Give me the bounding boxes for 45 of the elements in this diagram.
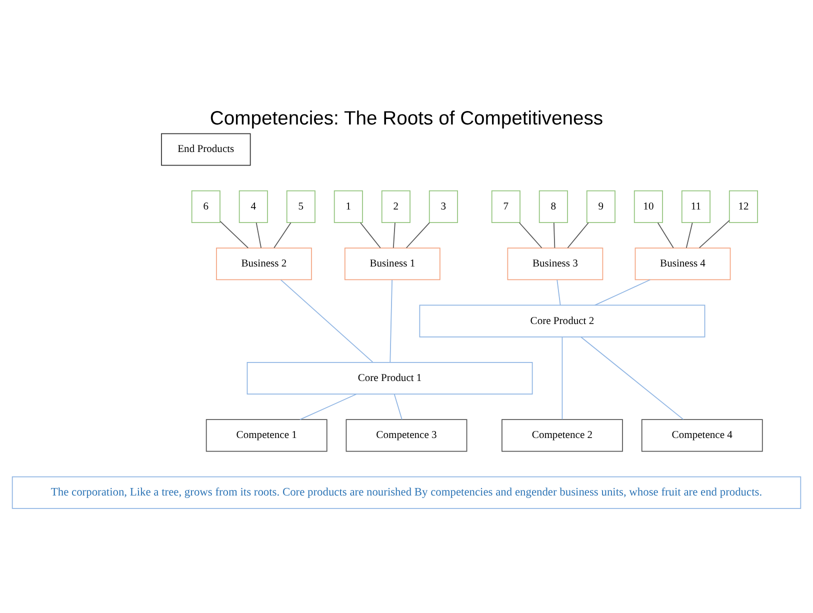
connector (518, 222, 542, 248)
node-box: Competence 2 (502, 418, 623, 452)
node-box: Core Product 2 (419, 304, 706, 337)
node-box: 11 (681, 190, 710, 222)
node-box: 4 (238, 190, 268, 222)
caption: The corporation, Like a tree, grows from its roots. Core products are nourished By competencies and engender business units, whose fruit are end products. (50, 486, 762, 498)
connector (394, 393, 402, 420)
node-box: Business 1 (344, 247, 440, 280)
connector (300, 393, 357, 420)
connector (392, 222, 396, 248)
connector (360, 222, 381, 248)
connector (686, 222, 693, 248)
connector (220, 220, 249, 248)
connector (274, 222, 292, 248)
node-box: 1 (334, 190, 363, 222)
node-box: Competence 4 (641, 418, 763, 452)
connector (280, 279, 374, 362)
connector (406, 222, 430, 248)
connector (562, 336, 563, 420)
node-box: 12 (728, 190, 758, 222)
diagram-title: Competencies: The Roots of Competitiveness (210, 107, 604, 130)
connector (390, 279, 392, 362)
node-box: Competence 1 (206, 418, 328, 452)
node-box: 5 (286, 190, 316, 222)
connector (698, 220, 730, 248)
node-box: 8 (538, 190, 568, 222)
node-box: 2 (381, 190, 410, 222)
node-box: 6 (191, 190, 220, 222)
connector (580, 336, 684, 420)
connector (256, 222, 262, 248)
node-box: 10 (634, 190, 663, 222)
connector (567, 222, 589, 248)
node-box: Core Product 1 (246, 362, 533, 394)
node-box: Business 2 (216, 247, 312, 280)
node-box: 9 (586, 190, 616, 222)
node-box: 7 (491, 190, 520, 222)
connector (594, 278, 651, 306)
node-box: End Products (161, 132, 251, 166)
connector (657, 222, 674, 248)
node-box: Business 4 (634, 247, 731, 280)
node-box: Competence 3 (346, 418, 468, 452)
connector (556, 278, 561, 306)
node-box: 3 (428, 190, 458, 222)
connector (553, 222, 556, 248)
node-box: Business 3 (507, 247, 604, 280)
